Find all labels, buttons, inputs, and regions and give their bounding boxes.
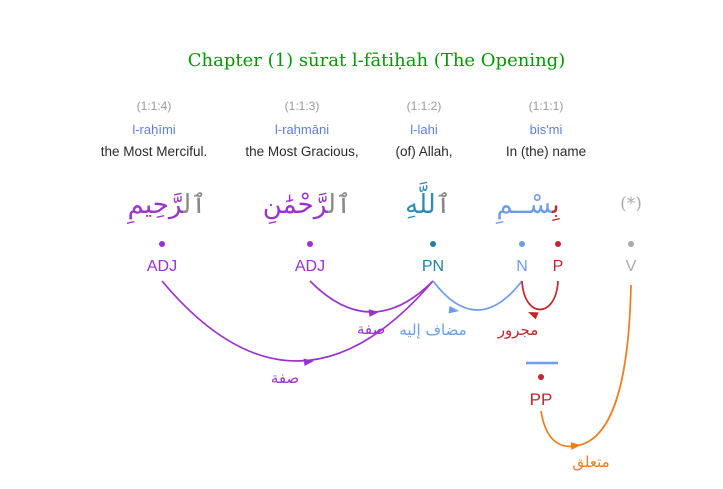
token-dot-v bbox=[628, 241, 634, 247]
word-translation: the Most Gracious, bbox=[245, 144, 359, 159]
arabic-word-allah[interactable]: ٱللَّهِ bbox=[405, 183, 451, 227]
arrowhead-sifa-outer bbox=[303, 358, 314, 366]
elided-verb-marker: (*) bbox=[620, 194, 642, 214]
word-translation: the Most Merciful. bbox=[100, 144, 208, 159]
arrowhead-mutaalliq bbox=[570, 442, 581, 450]
arc-sifa-outer bbox=[161, 280, 434, 362]
token-dot-n bbox=[519, 241, 525, 247]
arabic-stem-segment: للَّهِ bbox=[405, 190, 436, 220]
token-dot-pn bbox=[430, 241, 436, 247]
arabic-word-l-rahmani[interactable]: ٱل‍‍رَّحْمَٰنِ bbox=[263, 183, 351, 227]
token-dot-adj2 bbox=[307, 241, 313, 247]
word-transliteration: bis'mi bbox=[529, 122, 563, 137]
pos-tag-pn[interactable]: PN bbox=[422, 258, 444, 275]
arabic-word-bismi[interactable]: بِ‍‍سْــمِ bbox=[497, 183, 560, 227]
pos-tag-p[interactable]: P bbox=[553, 258, 564, 275]
arrowhead-majrur bbox=[528, 312, 539, 320]
arabic-prefix-segment: بِ‍ bbox=[552, 190, 560, 220]
page-title: Chapter (1) sūrat l-fātiḥah (The Opening… bbox=[187, 50, 566, 71]
word-ref: (1:1:1) bbox=[528, 99, 564, 113]
word-translation: In (the) name bbox=[505, 144, 587, 159]
phrase-node-label: PP bbox=[530, 390, 553, 409]
word-ref: (1:1:4) bbox=[136, 99, 172, 113]
arc-label-mudaf-ilayh: مضاف إليه bbox=[399, 321, 466, 339]
word-translation: (of) Allah, bbox=[395, 144, 453, 159]
arc-label-majrur: مجرور bbox=[497, 321, 538, 339]
arc-label-mutaalliq: متعلق bbox=[572, 453, 609, 471]
arc-label-sifa-outer: صفة bbox=[271, 369, 299, 387]
arc-mudaf-ilayh bbox=[432, 280, 523, 311]
arabic-stem-segment: ‍رَّحْمَٰنِ bbox=[262, 190, 329, 220]
word-transliteration: l-raḥīmi bbox=[132, 122, 176, 137]
word-ref: (1:1:3) bbox=[284, 99, 320, 113]
word-ref: (1:1:2) bbox=[406, 99, 442, 113]
pos-tag-v[interactable]: V bbox=[626, 258, 637, 275]
word-column-1-1-1: (1:1:1) bis'mi In (the) name bbox=[506, 99, 586, 159]
pos-tag-n[interactable]: N bbox=[516, 258, 528, 275]
word-transliteration: l-lahi bbox=[410, 122, 438, 137]
arc-sifa-inner bbox=[309, 280, 434, 313]
arabic-word-l-rahimi[interactable]: ٱل‍‍رَّحِيمِ bbox=[128, 183, 207, 227]
phrase-node-dot bbox=[538, 374, 544, 380]
arabic-prefix-segment: ٱل‍ bbox=[183, 190, 207, 220]
word-column-1-1-3: (1:1:3) l-raḥmāni the Most Gracious, bbox=[245, 99, 358, 159]
arabic-stem-segment: ‍سْــمِ bbox=[496, 190, 553, 220]
arabic-prefix-segment: ٱ bbox=[435, 190, 451, 220]
token-dot-adj1 bbox=[159, 241, 165, 247]
word-column-1-1-2: (1:1:2) l-lahi (of) Allah, bbox=[395, 99, 452, 159]
arabic-stem-segment: ‍رَّحِيمِ bbox=[127, 190, 184, 220]
arrowhead-mudaf-ilayh bbox=[448, 306, 459, 314]
arc-mutaalliq bbox=[540, 284, 632, 448]
token-dot-p bbox=[555, 241, 561, 247]
pos-tag-adj2[interactable]: ADJ bbox=[295, 258, 325, 275]
word-transliteration: l-raḥmāni bbox=[274, 122, 330, 137]
arabic-prefix-segment: ٱل‍ bbox=[328, 190, 352, 220]
arrowhead-sifa-inner bbox=[368, 309, 379, 317]
word-column-1-1-4: (1:1:4) l-raḥīmi the Most Merciful. bbox=[101, 99, 208, 159]
arc-majrur bbox=[521, 280, 559, 311]
pos-tag-adj1[interactable]: ADJ bbox=[147, 258, 177, 275]
arc-label-sifa-inner: صفة bbox=[357, 320, 385, 338]
